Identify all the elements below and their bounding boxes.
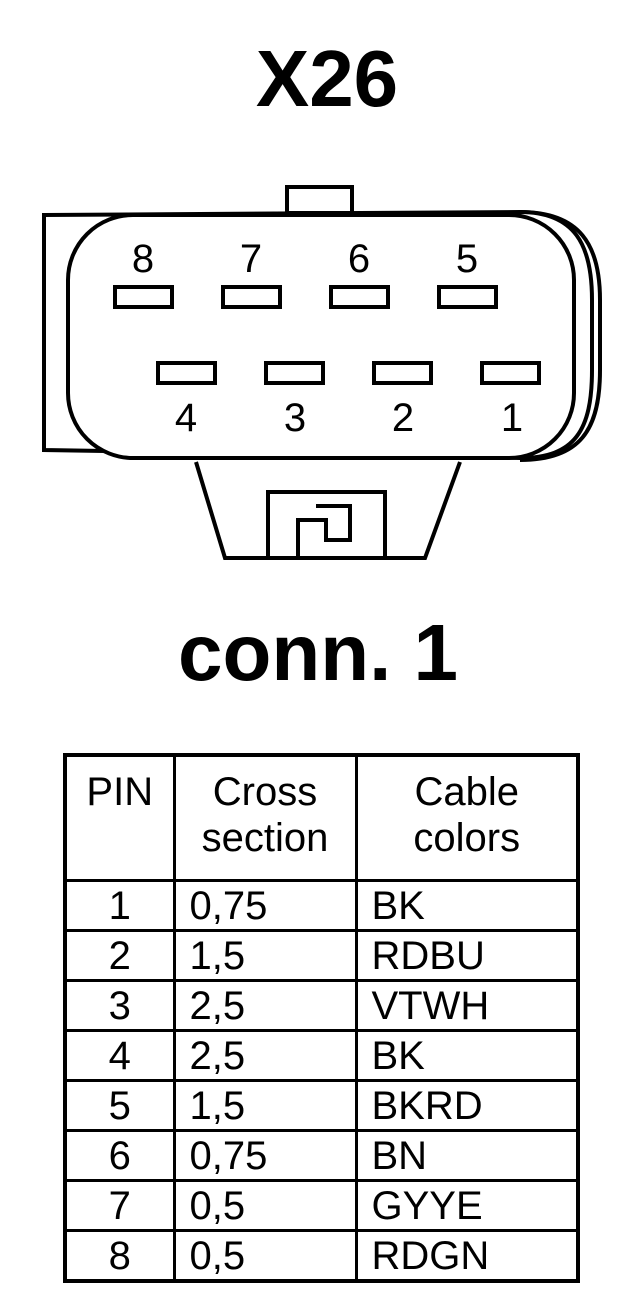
table-row: 1 0,75 BK (63, 879, 580, 932)
pin-label: 7 (240, 237, 262, 281)
cell-pin: 4 (63, 1029, 176, 1082)
table-row: 7 0,5 GYYE (63, 1179, 580, 1232)
header-cross-section: Cross section (172, 753, 358, 882)
pin-slot-8 (113, 285, 174, 309)
pin-label: 6 (348, 237, 370, 281)
cell-cross-section: 1,5 (172, 929, 358, 982)
cell-color: RDBU (354, 929, 580, 982)
pin-slot-1 (480, 361, 541, 385)
cell-pin: 8 (63, 1229, 176, 1283)
cell-color: VTWH (354, 979, 580, 1032)
cell-cross-section: 2,5 (172, 979, 358, 1032)
header-pin-label: PIN (86, 770, 154, 814)
cell-cross-section: 0,75 (172, 1129, 358, 1182)
table-row: 3 2,5 VTWH (63, 979, 580, 1032)
header-pin: PIN (63, 753, 176, 882)
pin-label: 1 (501, 396, 523, 440)
pin-slot-2 (372, 361, 433, 385)
cell-cross-section: 2,5 (172, 1029, 358, 1082)
connector-bottom-latch (194, 461, 462, 560)
cell-pin: 6 (63, 1129, 176, 1182)
cell-pin: 2 (63, 929, 176, 982)
cell-cross-section: 0,75 (172, 879, 358, 932)
connector-caption: conn. 1 (178, 608, 458, 697)
table-header-row: PIN Cross section Cable colors (63, 753, 580, 882)
connector-latch-key (266, 490, 387, 558)
pin-slot-7 (221, 285, 282, 309)
pin-slot-6 (329, 285, 390, 309)
pin-label: 5 (456, 237, 478, 281)
pin-assignment-table: PIN Cross section Cable colors 1 0,75 BK… (63, 753, 580, 1283)
header-cable-colors: Cable colors (354, 753, 580, 882)
pin-label: 3 (284, 396, 306, 440)
cell-color: BN (354, 1129, 580, 1182)
cell-color: BK (354, 879, 580, 932)
cell-pin: 3 (63, 979, 176, 1032)
table-row: 5 1,5 BKRD (63, 1079, 580, 1132)
cell-cross-section: 1,5 (172, 1079, 358, 1132)
cell-color: BKRD (354, 1079, 580, 1132)
connector-top-tab (285, 185, 354, 215)
cell-pin: 5 (63, 1079, 176, 1132)
table-row: 2 1,5 RDBU (63, 929, 580, 982)
header-cross-section-line1: Cross (212, 770, 318, 814)
header-cable-colors-line2: colors (413, 816, 521, 860)
connector-face (66, 213, 576, 460)
cell-cross-section: 0,5 (172, 1179, 358, 1232)
table-row: 6 0,75 BN (63, 1129, 580, 1182)
pin-slot-5 (437, 285, 498, 309)
pin-label: 2 (392, 396, 414, 440)
pin-label: 4 (175, 396, 197, 440)
table-row: 8 0,5 RDGN (63, 1229, 580, 1283)
pin-label: 8 (132, 237, 154, 281)
connector-diagram: X26 8 7 6 5 4 3 2 1 conn. 1 (42, 34, 602, 697)
header-cross-section-line2: section (201, 816, 329, 860)
header-cable-colors-line1: Cable (414, 770, 519, 814)
connector-title: X26 (256, 34, 398, 123)
table-row: 4 2,5 BK (63, 1029, 580, 1082)
cell-color: GYYE (354, 1179, 580, 1232)
cell-pin: 1 (63, 879, 176, 932)
pin-slot-4 (156, 361, 217, 385)
cell-color: RDGN (354, 1229, 580, 1283)
connector-side-edge (519, 210, 602, 462)
pin-slot-3 (264, 361, 325, 385)
cell-color: BK (354, 1029, 580, 1082)
cell-cross-section: 0,5 (172, 1229, 358, 1283)
cell-pin: 7 (63, 1179, 176, 1232)
